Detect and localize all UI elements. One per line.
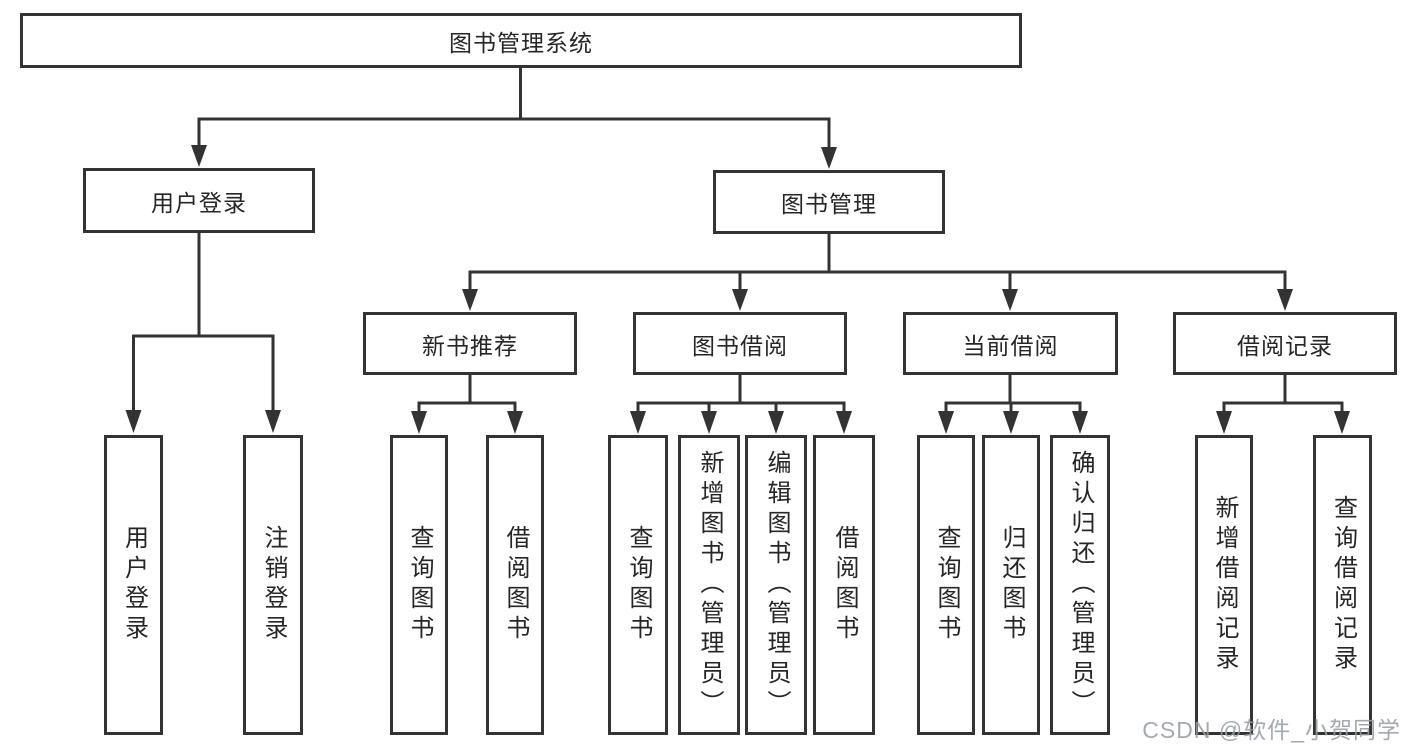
leaf-confirm-return-admin: 确认归还（管理员）: [1050, 435, 1110, 735]
leaf-confirm-return-admin-label: 确认归还（管理员）: [1067, 450, 1094, 720]
connector-borrow-records-to-children: [1216, 375, 1350, 434]
leaf-edit-books-admin: 编辑图书（管理员）: [745, 435, 807, 735]
node-book-borrow-label: 图书借阅: [692, 332, 788, 359]
node-book-mgmt: 图书管理: [713, 170, 945, 234]
connector-user-login-to-children: [125, 233, 281, 433]
leaf-user-login: 用户登录: [104, 435, 163, 735]
leaf-recommend-query-books-label: 查询图书: [406, 525, 433, 645]
node-borrow-records: 借阅记录: [1173, 312, 1397, 375]
node-root: 图书管理系统: [20, 13, 1022, 68]
node-book-mgmt-label: 图书管理: [781, 191, 877, 217]
node-user-login-label: 用户登录: [151, 189, 247, 216]
connector-book-mgmt-to-level3: [462, 234, 1293, 311]
node-root-label: 图书管理系统: [449, 29, 593, 56]
connector-root-to-level2: [191, 68, 837, 169]
connector-new-book-recommend-to-children: [411, 375, 523, 434]
leaf-add-borrow-record: 新增借阅记录: [1195, 435, 1253, 735]
node-user-login: 用户登录: [83, 168, 315, 233]
leaf-borrow-books-label: 借阅图书: [831, 525, 858, 645]
leaf-return-books: 归还图书: [982, 435, 1040, 735]
leaf-add-borrow-record-label: 新增借阅记录: [1211, 495, 1238, 675]
leaf-recommend-query-books: 查询图书: [390, 435, 448, 735]
connector-book-borrow-to-children: [630, 375, 852, 434]
connector-current-borrow-to-children: [938, 375, 1088, 434]
leaf-logout: 注销登录: [243, 435, 303, 735]
leaf-query-borrow-record-label: 查询借阅记录: [1329, 495, 1357, 675]
watermark: CSDN @软件_小贺同学: [1142, 717, 1401, 743]
leaf-recommend-borrow-books-label: 借阅图书: [502, 525, 529, 645]
leaf-borrow-query-books: 查询图书: [608, 435, 668, 735]
leaf-edit-books-admin-label: 编辑图书（管理员）: [763, 450, 790, 720]
node-current-borrow: 当前借阅: [903, 312, 1118, 375]
leaf-add-books-admin-label: 新增图书（管理员）: [696, 450, 723, 720]
node-book-borrow: 图书借阅: [633, 312, 847, 375]
leaf-recommend-borrow-books: 借阅图书: [486, 435, 544, 735]
leaf-query-borrow-record: 查询借阅记录: [1313, 435, 1372, 735]
leaf-return-books-label: 归还图书: [998, 525, 1025, 645]
node-new-book-recommend: 新书推荐: [363, 312, 577, 375]
node-borrow-records-label: 借阅记录: [1237, 332, 1333, 359]
leaf-add-books-admin: 新增图书（管理员）: [678, 435, 740, 735]
leaf-current-query-books-label: 查询图书: [933, 525, 960, 645]
node-new-book-recommend-label: 新书推荐: [422, 332, 518, 359]
leaf-logout-label: 注销登录: [260, 525, 287, 645]
leaf-borrow-books: 借阅图书: [813, 435, 875, 735]
leaf-current-query-books: 查询图书: [917, 435, 975, 735]
node-current-borrow-label: 当前借阅: [962, 332, 1059, 359]
leaf-borrow-query-books-label: 查询图书: [625, 525, 652, 645]
leaf-user-login-label: 用户登录: [120, 525, 148, 645]
